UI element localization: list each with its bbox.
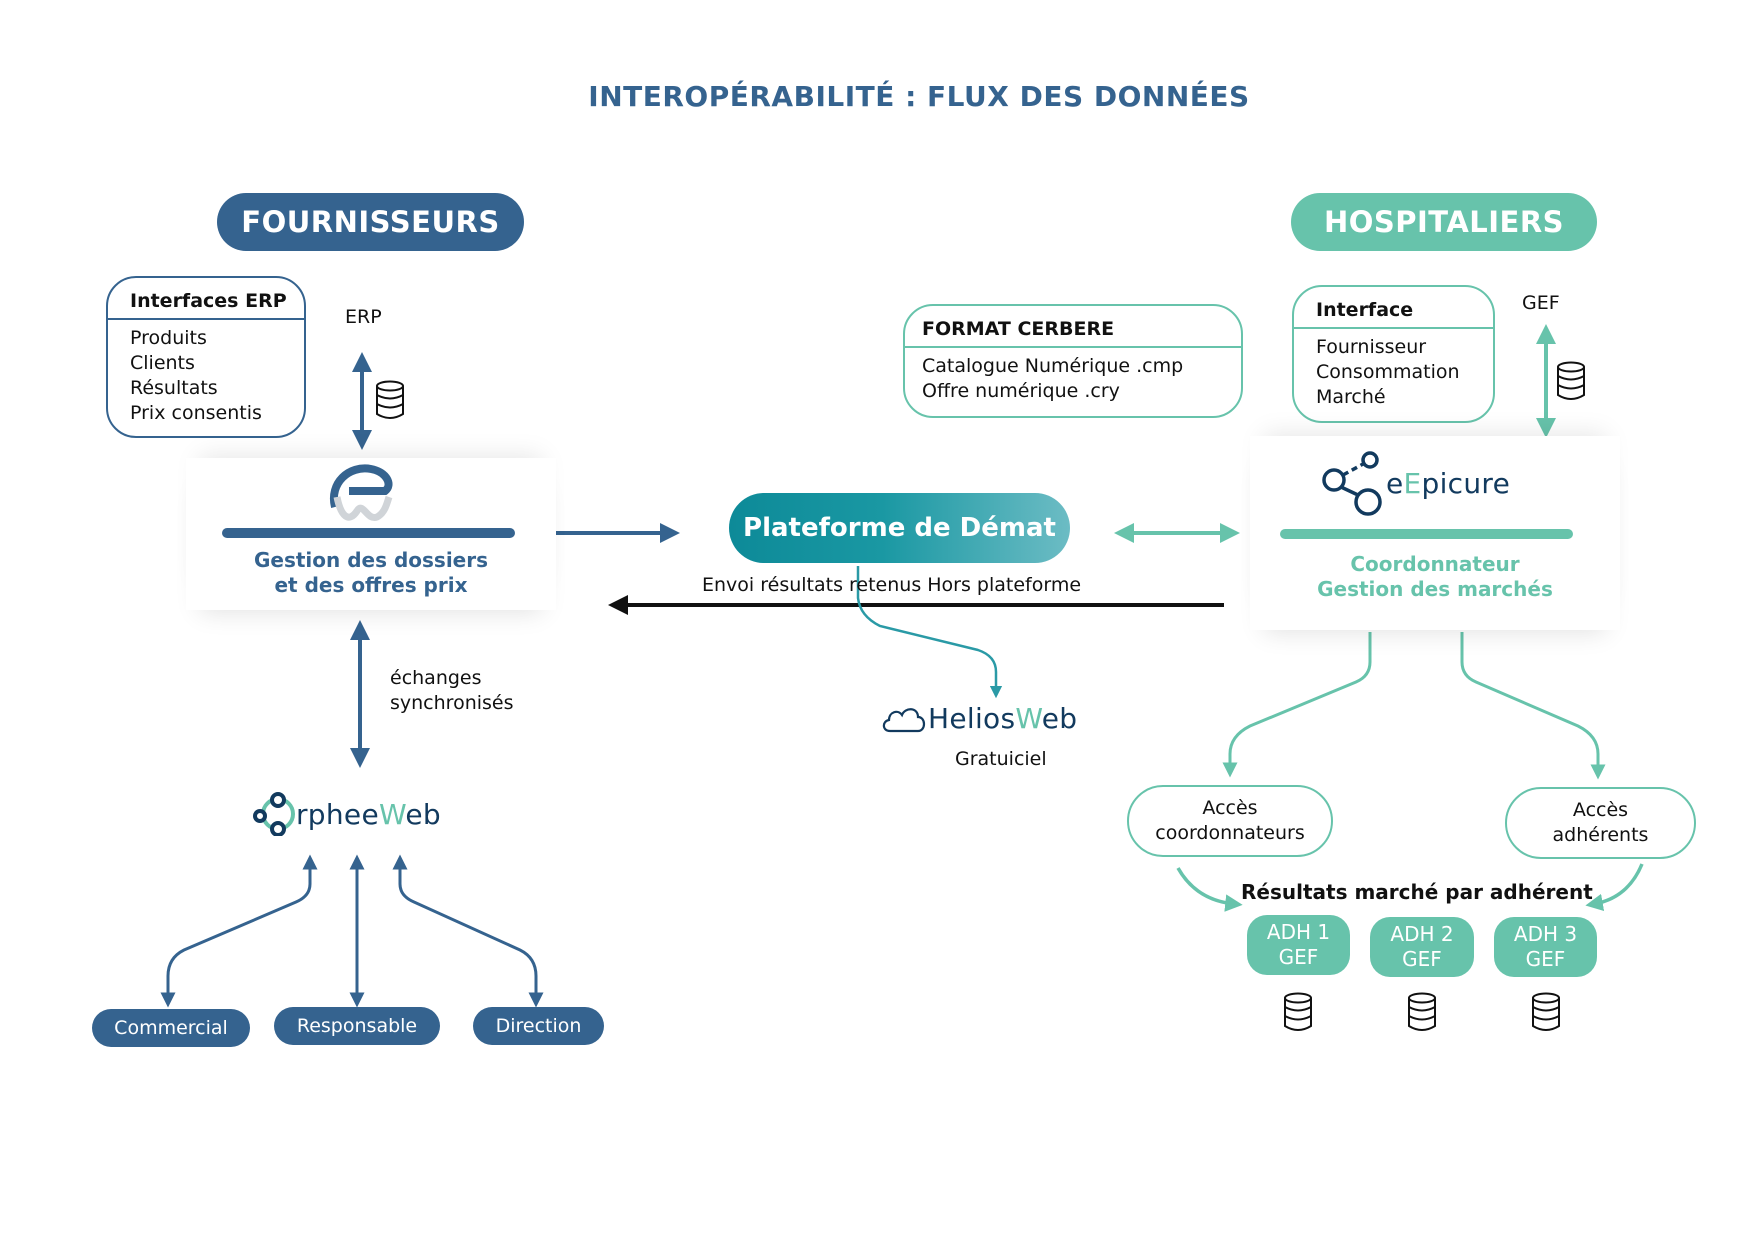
orpheeweb-logo: rpheeWeb: [252, 792, 441, 836]
epicure-text: e: [1386, 466, 1404, 500]
orphee-highlight: W: [378, 797, 406, 831]
member-name: ADH 1: [1266, 920, 1331, 944]
database-icon: [1556, 361, 1586, 405]
orphee-wordmark: rpheeWeb: [296, 798, 441, 831]
helios-text-end: eb: [1041, 702, 1078, 735]
ew-bar: [222, 528, 515, 538]
results-arrow-right: [1585, 863, 1644, 912]
erp-box-title: Interfaces ERP: [108, 278, 304, 320]
helios-arrow: [856, 566, 1003, 699]
member-system: GEF: [1278, 945, 1319, 969]
member-name: ADH 3: [1513, 922, 1578, 946]
results-label: Résultats marché par adhérent: [1241, 880, 1593, 904]
member-system: GEF: [1525, 947, 1566, 971]
heliosweb-logo: HeliosWeb: [880, 702, 1077, 735]
access-line: Accès: [1202, 797, 1258, 819]
member-system: GEF: [1402, 947, 1442, 971]
erp-item: Prix consentis: [130, 402, 262, 424]
database-icon: [1283, 992, 1313, 1036]
epicure-caption-line: Gestion des marchés: [1317, 577, 1553, 601]
erp-item: Produits: [130, 327, 207, 349]
database-icon: [375, 380, 405, 424]
ew-caption: Gestion des dossiers et des offres prix: [186, 548, 556, 598]
helios-text: Helios: [928, 702, 1016, 735]
helios-wordmark: HeliosWeb: [928, 702, 1077, 735]
eepicure-logo: eEpicure: [1320, 450, 1510, 516]
results-arrow-left: [1176, 867, 1243, 912]
epicure-molecule-icon: [1322, 451, 1382, 516]
access-coordinators[interactable]: Accès coordonnateurs: [1127, 785, 1333, 857]
orphee-molecule-icon: [253, 792, 295, 836]
epicure-caption: Coordonnateur Gestion des marchés: [1250, 552, 1620, 602]
platform-demat[interactable]: Plateforme de Démat: [729, 493, 1070, 563]
ew-logo: [327, 463, 397, 529]
suppliers-header: FOURNISSEURS: [217, 193, 524, 251]
cerbere-title: FORMAT CERBERE: [905, 306, 1241, 348]
page-title: INTEROPÉRABILITÉ : FLUX DES DONNÉES: [588, 80, 1250, 113]
gef-label: GEF: [1522, 292, 1560, 314]
role-responsable[interactable]: Responsable: [274, 1007, 440, 1045]
cloud-icon: [882, 707, 926, 732]
cerbere-items: Catalogue Numérique .cmp Offre numérique…: [905, 348, 1241, 404]
access-line: adhérents: [1552, 824, 1649, 846]
epicure-caption-line: Coordonnateur: [1350, 552, 1520, 576]
interface-item: Consommation: [1316, 361, 1460, 383]
erp-label: ERP: [345, 306, 382, 328]
sync-label-line: échanges: [390, 667, 482, 689]
erp-item: Résultats: [130, 377, 218, 399]
sync-label-line: synchronisés: [390, 692, 514, 714]
access-line: Accès: [1572, 799, 1629, 821]
cerbere-item: Catalogue Numérique .cmp: [922, 355, 1184, 377]
ew-caption-line: Gestion des dossiers: [253, 548, 489, 572]
hospital-interface-box: Interface Fournisseur Consommation March…: [1292, 285, 1495, 423]
epicure-wordmark: eEpicure: [1386, 467, 1510, 500]
epicure-highlight: E: [1403, 466, 1422, 500]
erp-item: Clients: [130, 352, 195, 374]
orphee-text-end: eb: [405, 797, 441, 831]
cerbere-box: FORMAT CERBERE Catalogue Numérique .cmp …: [903, 304, 1243, 418]
member-name: ADH 2: [1390, 922, 1454, 946]
interface-items: Fournisseur Consommation Marché: [1294, 329, 1493, 410]
erp-box-items: Produits Clients Résultats Prix consenti…: [108, 320, 304, 426]
database-icon: [1407, 992, 1437, 1036]
role-direction[interactable]: Direction: [473, 1007, 604, 1045]
role-arrow-direction: [392, 854, 544, 1008]
hospitals-header: HOSPITALIERS: [1291, 193, 1597, 251]
orphee-text: rphee: [296, 797, 379, 831]
role-arrow-commercial: [160, 854, 318, 1008]
role-commercial[interactable]: Commercial: [92, 1009, 250, 1047]
ew-caption-line: et des offres prix: [274, 573, 468, 597]
interface-title: Interface: [1294, 287, 1493, 329]
helios-caption: Gratuiciel: [955, 748, 1047, 770]
access-members[interactable]: Accès adhérents: [1505, 787, 1696, 859]
interface-item: Marché: [1316, 386, 1386, 408]
sync-label: échanges synchronisés: [390, 666, 514, 716]
erp-interfaces-box: Interfaces ERP Produits Clients Résultat…: [106, 276, 306, 438]
access-arrow-adh: [1460, 632, 1606, 780]
return-label: Envoi résultats retenus Hors plateforme: [702, 574, 1082, 596]
epicure-text-end: picure: [1421, 466, 1511, 500]
database-icon: [1531, 992, 1561, 1036]
epicure-bar: [1280, 529, 1573, 539]
helios-highlight: W: [1015, 702, 1042, 735]
interface-item: Fournisseur: [1316, 336, 1427, 358]
cerbere-item: Offre numérique .cry: [922, 380, 1120, 402]
access-line: coordonnateurs: [1155, 822, 1305, 844]
access-arrow-coord: [1222, 632, 1372, 778]
